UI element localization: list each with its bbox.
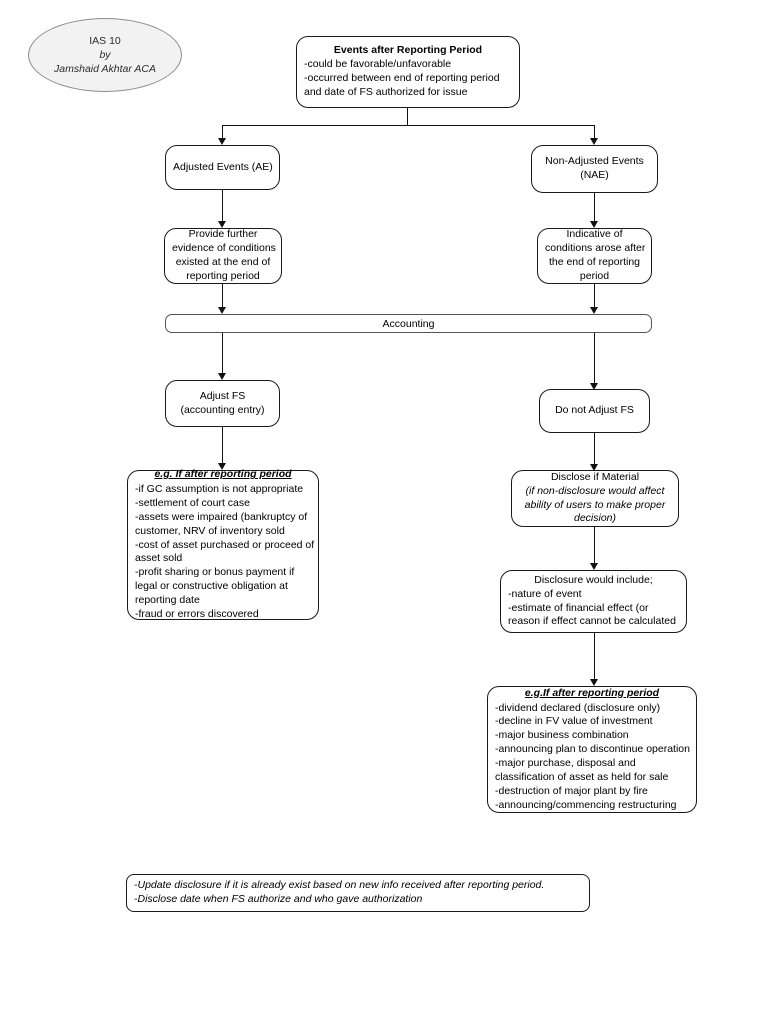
nae-detail-line-1: Indicative of (566, 228, 623, 241)
non-adjusted-events-label-1: Non-Adjusted Events (545, 155, 644, 168)
nae-detail-line-3: the end of reporting (548, 256, 641, 268)
nae-examples-line-3: -major business combination (495, 729, 629, 742)
disclosure-contents-line-3: reason if effect cannot be calculated (508, 615, 676, 628)
arrow-do-not-adjust-to-material (590, 464, 598, 471)
connector-nae-to-detail (594, 193, 596, 223)
ae-detail-line-2: evidence of conditions (172, 242, 276, 255)
arrow-nae-to-detail (590, 221, 598, 228)
arrow-ae-detail-to-accounting (218, 307, 226, 314)
disclose-if-material-line-2: ability of users to make proper (524, 498, 666, 511)
root-line-1: -could be favorable/unfavorable (304, 58, 452, 71)
connector-split-right-down (594, 125, 596, 140)
disclose-if-material-title: Disclose if Material (550, 470, 640, 483)
ae-examples-line-7: -profit sharing or bonus payment if (135, 566, 295, 579)
arrow-adjust-fs-to-examples (218, 463, 226, 470)
ae-examples-line-6: asset sold (135, 552, 183, 565)
accounting-bar-label: Accounting (382, 317, 435, 330)
connector-adjust-fs-to-examples (222, 427, 224, 465)
ae-detail-line-1: Provide further (188, 228, 258, 241)
ellipse-line-3: Jamshaid Akhtar ACA (54, 63, 156, 76)
node-do-not-adjust-fs: Do not Adjust FS (539, 389, 650, 433)
non-adjusted-events-label-2: (NAE) (580, 169, 609, 181)
arrow-ae-to-detail (218, 221, 226, 228)
connector-ae-detail-to-accounting (222, 284, 224, 309)
arrow-material-to-disclosure (590, 563, 598, 570)
do-not-adjust-fs-label: Do not Adjust FS (555, 404, 634, 417)
ae-examples-title: e.g. If after reporting period (154, 468, 292, 481)
node-ae-detail: Provide further evidence of conditions e… (164, 228, 282, 284)
ellipse-line-2: by (99, 48, 111, 61)
disclose-if-material-line-1: (if non-disclosure would affect (525, 484, 665, 497)
nae-examples-line-6: classification of asset as held for sale (495, 770, 669, 783)
node-events-after-reporting-period: Events after Reporting Period -could be … (296, 36, 520, 108)
node-nae-examples: e.g.If after reporting period -dividend … (487, 686, 697, 813)
arrow-accounting-to-do-not-adjust-fs (590, 383, 598, 390)
disclose-if-material-line-3: decision) (573, 512, 617, 525)
nae-examples-line-5: -major purchase, disposal and (495, 756, 636, 769)
nae-examples-line-4: -announcing plan to discontinue operatio… (495, 743, 690, 756)
disclosure-contents-line-1: -nature of event (508, 587, 582, 600)
connector-split-left-down (222, 125, 224, 140)
connector-accounting-to-do-not-adjust-fs (594, 333, 596, 385)
arrow-to-adjusted-events (218, 138, 226, 145)
root-line-2: -occurred between end of reporting perio… (304, 72, 500, 84)
nae-examples-line-2: -decline in FV value of investment (495, 715, 653, 728)
ae-examples-line-1: -if GC assumption is not appropriate (135, 483, 304, 496)
root-title: Events after Reporting Period (333, 44, 483, 57)
ae-detail-line-4: reporting period (186, 269, 260, 282)
ellipse-line-1: IAS 10 (89, 34, 121, 47)
connector-accounting-to-adjust-fs (222, 333, 224, 375)
accounting-bar: Accounting (165, 314, 652, 333)
node-adjusted-events: Adjusted Events (AE) (165, 145, 280, 190)
ae-examples-line-10: -fraud or errors discovered (135, 607, 259, 620)
ae-examples-line-5: -cost of asset purchased or proceed of (135, 538, 315, 551)
node-disclose-if-material: Disclose if Material (if non-disclosure … (511, 470, 679, 527)
nae-detail-line-4: period (579, 269, 610, 282)
node-non-adjusted-events: Non-Adjusted Events (NAE) (531, 145, 658, 193)
adjusted-events-label: Adjusted Events (AE) (173, 160, 273, 173)
adjust-fs-line-1: Adjust FS (199, 389, 246, 402)
ae-examples-line-3: -assets were impaired (bankruptcy of (135, 510, 308, 523)
connector-root-down (407, 108, 409, 126)
nae-examples-line-1: -dividend declared (disclosure only) (495, 701, 661, 714)
nae-examples-title: e.g.If after reporting period (524, 686, 660, 699)
ae-detail-line-3: existed at the end of (175, 256, 271, 268)
ae-examples-line-8: legal or constructive obligation at (135, 580, 288, 593)
arrow-accounting-to-adjust-fs (218, 373, 226, 380)
disclosure-contents-title: Disclosure would include; (534, 573, 653, 586)
ae-examples-line-9: reporting date (135, 594, 200, 607)
arrow-to-non-adjusted-events (590, 138, 598, 145)
root-line-3: and date of FS authorized for issue (304, 85, 468, 98)
node-footer-note: -Update disclosure if it is already exis… (126, 874, 590, 912)
ae-examples-line-4: customer, NRV of inventory sold (135, 524, 285, 537)
arrow-disclosure-to-examples (590, 679, 598, 686)
connector-split-horizontal (222, 125, 594, 127)
footer-line-2: -Disclose date when FS authorize and who… (134, 893, 423, 905)
nae-examples-line-8: -announcing/commencing restructuring (495, 798, 677, 811)
node-ae-examples: e.g. If after reporting period -if GC as… (127, 468, 319, 620)
footer-line-1: -Update disclosure if it is already exis… (134, 879, 545, 892)
node-adjust-fs: Adjust FS (accounting entry) (165, 380, 280, 427)
connector-ae-to-detail (222, 190, 224, 223)
disclosure-contents-line-2: -estimate of financial effect (or (508, 601, 649, 614)
nae-detail-line-2: conditions arose after (545, 242, 646, 255)
connector-do-not-adjust-to-material (594, 433, 596, 466)
node-disclosure-contents: Disclosure would include; -nature of eve… (500, 570, 687, 633)
arrow-nae-detail-to-accounting (590, 307, 598, 314)
node-nae-detail: Indicative of conditions arose after the… (537, 228, 652, 284)
connector-nae-detail-to-accounting (594, 284, 596, 309)
connector-material-to-disclosure (594, 527, 596, 565)
adjust-fs-line-2: (accounting entry) (180, 403, 265, 416)
connector-disclosure-to-examples (594, 633, 596, 681)
author-ellipse: IAS 10 by Jamshaid Akhtar ACA (28, 18, 182, 92)
nae-examples-line-7: -destruction of major plant by fire (495, 784, 648, 797)
ae-examples-line-2: -settlement of court case (135, 497, 250, 509)
